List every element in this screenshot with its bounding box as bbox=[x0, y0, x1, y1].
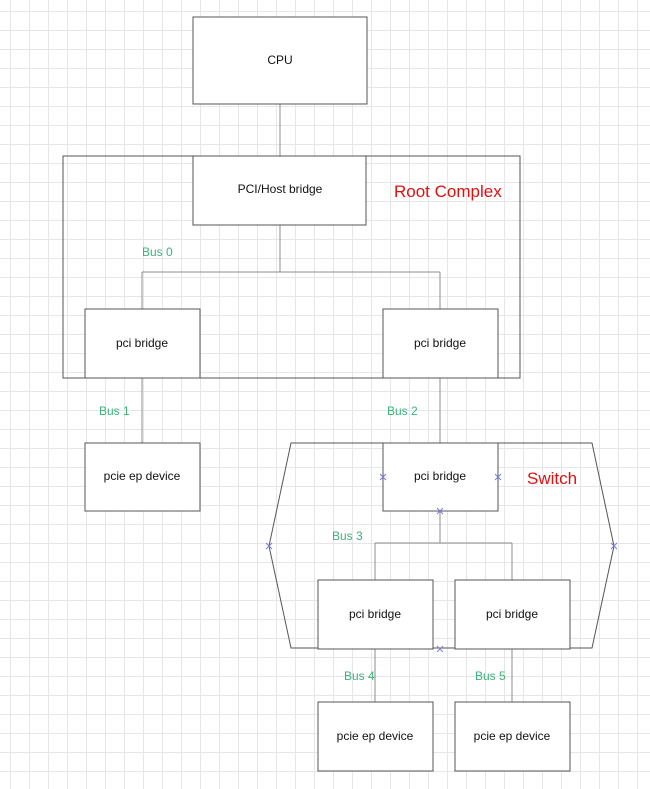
x-marker-icon bbox=[494, 473, 502, 481]
switch-bridge-left-label: pci bridge bbox=[349, 607, 401, 621]
x-marker-icon bbox=[379, 473, 387, 481]
switch-bridge-right-label: pci bridge bbox=[486, 607, 538, 621]
switch-upstream-bridge-node: pci bridge bbox=[382, 442, 499, 512]
ep-device-1-node: pcie ep device bbox=[84, 442, 201, 512]
rc-bridge-right-node: pci bridge bbox=[382, 308, 499, 379]
x-marker-icon bbox=[265, 542, 273, 550]
x-marker-icon bbox=[610, 542, 618, 550]
rc-bridge-right-label: pci bridge bbox=[414, 336, 466, 350]
ep-device-4-label: pcie ep device bbox=[337, 729, 414, 743]
ep-device-5-label: pcie ep device bbox=[474, 729, 551, 743]
bus4-label: Bus 4 bbox=[344, 669, 375, 683]
cpu-node: CPU bbox=[192, 16, 368, 105]
connection-lines bbox=[141, 104, 513, 702]
host-bridge-label: PCI/Host bridge bbox=[238, 182, 323, 196]
ep-device-4-node: pcie ep device bbox=[317, 701, 434, 772]
switch-bridge-right-node: pci bridge bbox=[454, 579, 571, 650]
host-bridge-node: PCI/Host bridge bbox=[192, 155, 367, 226]
switch-upstream-bridge-label: pci bridge bbox=[414, 469, 466, 483]
bus0-label: Bus 0 bbox=[142, 245, 173, 259]
connection-point-markers bbox=[265, 473, 618, 653]
switch-bridge-left-node: pci bridge bbox=[317, 579, 434, 650]
rc-bridge-left-node: pci bridge bbox=[84, 308, 201, 379]
bus5-label: Bus 5 bbox=[475, 669, 506, 683]
rc-bridge-left-label: pci bridge bbox=[116, 336, 168, 350]
x-marker-icon bbox=[436, 645, 444, 653]
root-complex-title: Root Complex bbox=[394, 182, 502, 201]
x-marker-icon bbox=[436, 507, 444, 515]
cpu-label: CPU bbox=[267, 53, 292, 67]
bus1-label: Bus 1 bbox=[99, 404, 130, 418]
bus2-label: Bus 2 bbox=[387, 404, 418, 418]
switch-title: Switch bbox=[527, 469, 577, 488]
ep-device-1-label: pcie ep device bbox=[104, 469, 181, 483]
ep-device-5-node: pcie ep device bbox=[454, 701, 571, 772]
bus3-label: Bus 3 bbox=[332, 529, 363, 543]
